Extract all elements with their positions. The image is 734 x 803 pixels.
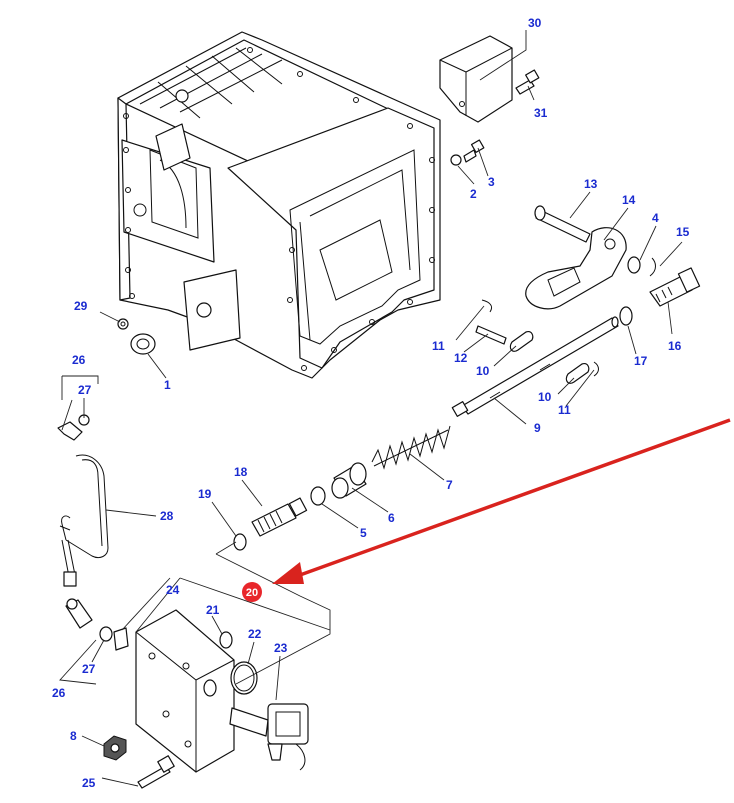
callout-22: 22: [248, 627, 262, 641]
part-12-pin: [475, 325, 507, 345]
pointer-arrow: [272, 418, 731, 584]
highlight-badge-20[interactable]: 20: [242, 582, 262, 602]
callout-2: 2: [470, 187, 477, 201]
callout-10-lower: 10: [538, 390, 552, 404]
callout-26-upper: 26: [72, 353, 86, 367]
callout-27-upper: 27: [78, 383, 92, 397]
callout-29: 29: [74, 299, 88, 313]
callout-10-upper: 10: [476, 364, 490, 378]
callout-21: 21: [206, 603, 220, 617]
part-28-pipe: [57, 414, 109, 587]
callout-27-lower: 27: [82, 662, 96, 676]
callout-16: 16: [668, 339, 682, 353]
callout-11-lower: 11: [558, 403, 571, 417]
part-19-oring: [233, 533, 247, 551]
part-11-cotter-pin-lower: [593, 361, 599, 377]
callout-6: 6: [388, 511, 395, 525]
part-31-screw: [515, 69, 540, 95]
part-10-link-lower: [565, 363, 590, 384]
callout-8: 8: [70, 729, 77, 743]
part-11-cotter-pin-upper: [481, 299, 493, 313]
part-1-seal: [130, 333, 156, 355]
part-8-nut: [103, 735, 127, 761]
highlight-badge-label: 20: [246, 587, 258, 599]
callout-19: 19: [198, 487, 212, 501]
callout-11-upper: 11: [432, 339, 445, 353]
callout-23: 23: [274, 641, 288, 655]
part-2-3-bolt-washer: [450, 139, 485, 166]
part-6-spool: [331, 462, 367, 499]
part-21-oring: [219, 631, 233, 649]
part-4-ring: [627, 256, 641, 274]
part-5-oring: [310, 486, 326, 506]
part-25-bolt: [137, 755, 175, 789]
part-15-clip: [649, 257, 656, 277]
part-29-nut: [117, 318, 129, 330]
callout-4: 4: [652, 211, 659, 225]
callout-28: 28: [160, 509, 174, 523]
part-24-valve-block: [135, 609, 235, 773]
callout-9: 9: [534, 421, 541, 435]
part-18-plug: [251, 497, 308, 537]
part-22-oring: [230, 661, 258, 695]
transmission-housing: [117, 31, 441, 379]
callout-1: 1: [164, 378, 171, 392]
part-17-oring: [619, 306, 633, 326]
leader-lines: [59, 30, 683, 787]
part-30-bracket: [439, 35, 513, 123]
part-14-lever: [525, 227, 627, 310]
callout-17: 17: [634, 354, 648, 368]
part-13-pin: [534, 205, 591, 243]
part-23-solenoid: [229, 703, 309, 771]
part-7-spring: [371, 425, 451, 470]
callout-18: 18: [234, 465, 248, 479]
part-9-shaft: [451, 316, 619, 417]
callout-15: 15: [676, 225, 690, 239]
part-16-sensor: [649, 267, 701, 307]
callout-30: 30: [528, 16, 542, 30]
callout-12: 12: [454, 351, 468, 365]
callout-31: 31: [534, 106, 548, 120]
callout-26-lower: 26: [52, 686, 66, 700]
callout-7: 7: [446, 478, 453, 492]
callout-13: 13: [584, 177, 598, 191]
part-26-27-lower-fittings: [65, 598, 129, 651]
callout-25: 25: [82, 776, 96, 790]
callout-labels: 30 31 3 2 13 14 4 15 29 1 11 12 10 17 16…: [52, 16, 690, 790]
callout-14: 14: [622, 193, 636, 207]
callout-24: 24: [166, 583, 180, 597]
callout-5: 5: [360, 526, 367, 540]
callout-3: 3: [488, 175, 495, 189]
